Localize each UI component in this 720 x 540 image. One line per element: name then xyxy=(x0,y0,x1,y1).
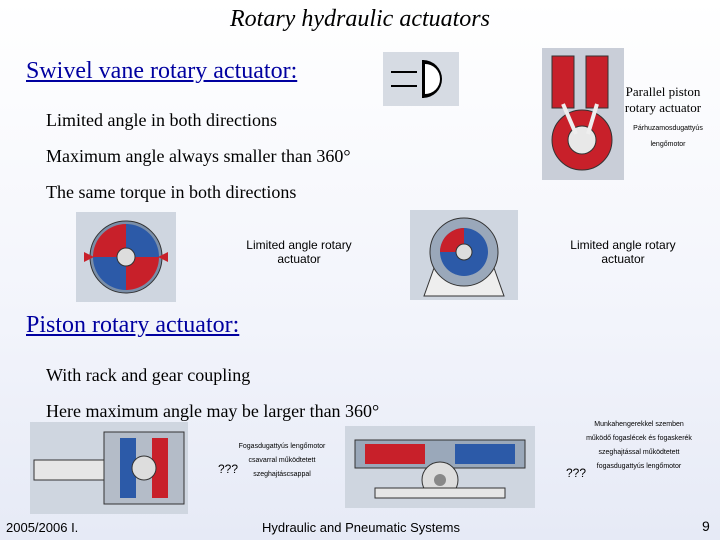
bottom-right-line3: szeghajtással működtetett xyxy=(598,449,680,456)
page-title: Rotary hydraulic actuators xyxy=(230,6,490,32)
rack-gear-image-left xyxy=(30,422,188,514)
bullet-limited-angle: Limited angle in both directions xyxy=(46,110,277,130)
section-heading-piston: Piston rotary actuator: xyxy=(26,312,240,338)
question-marks-right: ??? xyxy=(566,466,587,480)
rack-gear-image-right xyxy=(345,426,535,508)
limited-angle-caption-1: Limited angle rotary actuator xyxy=(246,238,352,266)
footer-course: Hydraulic and Pneumatic Systems xyxy=(262,520,460,535)
parallel-piston-caption: Parallel piston rotary actuator xyxy=(624,84,702,115)
bottom-right-line4: fogasdugattyús lengőmotor xyxy=(596,463,682,470)
section-heading-swivel: Swivel vane rotary actuator: xyxy=(26,58,298,84)
bullet-larger-angle: Here maximum angle may be larger than 36… xyxy=(46,401,380,421)
bottom-left-line2: csavarral működtetett xyxy=(248,457,316,464)
bottom-right-line1: Munkahengerekkel szemben xyxy=(594,421,684,428)
page-number: 9 xyxy=(702,518,710,534)
parallel-sub1: Párhuzamosdugattyús xyxy=(633,125,703,132)
limited-angle-image-2 xyxy=(410,210,518,300)
bottom-left-line1: Fogasdugattyús lengőmotor xyxy=(238,443,326,450)
limited-angle-image-1 xyxy=(76,212,176,302)
question-marks-left: ??? xyxy=(218,462,239,476)
swivel-symbol-image xyxy=(383,52,459,106)
parallel-sub2: lengőmotor xyxy=(650,141,686,148)
bullet-same-torque: The same torque in both directions xyxy=(46,182,297,202)
bullet-max-angle: Maximum angle always smaller than 360° xyxy=(46,146,351,166)
bottom-left-line3: szeghajtáscsappal xyxy=(253,471,311,478)
bullet-rack-gear: With rack and gear coupling xyxy=(46,365,251,385)
limited-angle-caption-2: Limited angle rotary actuator xyxy=(570,238,676,266)
footer-date: 2005/2006 I. xyxy=(6,520,79,535)
parallel-piston-image xyxy=(542,48,624,180)
bottom-right-line2: működő fogaslécek és fogaskerék xyxy=(586,435,692,442)
